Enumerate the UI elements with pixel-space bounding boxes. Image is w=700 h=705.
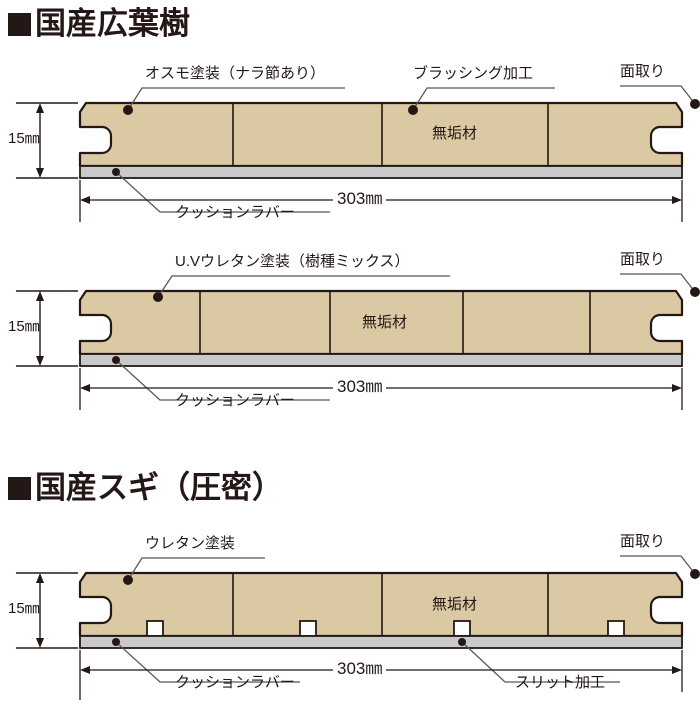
- leader-cushion: [115, 641, 300, 683]
- callout-label-urethane: ウレタン塗装: [145, 535, 236, 552]
- leader-uv-finish: [157, 275, 450, 298]
- callout-dot: [458, 638, 466, 646]
- leader-lines-cedar: [115, 555, 696, 683]
- leader-chamfer: [620, 85, 696, 105]
- section-heading-hardwood-text: 国産広葉樹: [35, 6, 190, 41]
- callout-label-osmo-finish: オスモ塗装（ナラ節あり）: [145, 65, 326, 82]
- width-label-cedar: 303㎜: [333, 660, 387, 677]
- bullet-square-icon: [8, 477, 31, 500]
- callout-label-uv-finish: U.Vウレタン塗装（樹種ミックス）: [175, 253, 410, 270]
- thickness-label-osmo: 15㎜: [8, 130, 40, 147]
- callout-dot: [690, 99, 700, 109]
- board-osmo-graphic: [78, 101, 684, 179]
- slit-notch: [607, 620, 625, 637]
- callout-label-chamfer-cedar: 面取り: [620, 533, 666, 550]
- leader-chamfer: [620, 273, 696, 293]
- callout-dot: [408, 105, 418, 115]
- slit-notch: [453, 620, 471, 637]
- core-material-label-cedar: 無垢材: [432, 596, 478, 613]
- thickness-label-uv: 15㎜: [8, 318, 40, 335]
- board-uv-graphic: [78, 289, 684, 367]
- leader-cushion: [115, 171, 330, 213]
- core-material-label-uv: 無垢材: [362, 314, 408, 331]
- thickness-label-cedar: 15㎜: [8, 600, 40, 617]
- thickness-dimension-uv: [16, 290, 78, 367]
- callout-dot: [112, 638, 120, 646]
- core-material-label-osmo: 無垢材: [432, 125, 478, 142]
- slit-notch: [299, 620, 317, 637]
- callout-dot: [112, 356, 120, 364]
- callout-dot: [690, 287, 700, 297]
- callout-dot: [112, 168, 120, 176]
- callout-label-brushing: ブラッシング加工: [413, 65, 534, 82]
- callout-dot: [123, 575, 133, 585]
- board-cedar-body: [78, 571, 684, 638]
- cushion-rubber-layer: [79, 635, 683, 649]
- leader-urethane: [127, 557, 265, 581]
- board-cedar-graphic: [78, 571, 684, 649]
- leader-brushing: [412, 87, 555, 111]
- width-label-uv: 303㎜: [333, 378, 387, 395]
- leader-lines-osmo: [115, 85, 696, 213]
- board-osmo-body: [78, 101, 684, 168]
- leader-lines-uv: [115, 273, 696, 401]
- leader-slit: [461, 641, 620, 683]
- section-heading-cedar: 国産スギ（圧密）: [8, 472, 283, 503]
- board-uv-body: [78, 289, 684, 356]
- slit-notch: [146, 620, 164, 637]
- leader-cushion: [115, 359, 330, 401]
- cushion-rubber-layer: [79, 165, 683, 179]
- thickness-dimension-cedar: [16, 572, 78, 649]
- thickness-dimension-osmo: [16, 102, 78, 179]
- callout-dot: [123, 105, 133, 115]
- leader-chamfer: [620, 555, 696, 575]
- callout-dot: [690, 569, 700, 579]
- callout-label-slit: スリット加工: [515, 674, 606, 691]
- cushion-rubber-layer: [79, 353, 683, 367]
- callout-label-cushion-cedar: クッションラバー: [175, 674, 295, 691]
- bullet-square-icon: [8, 13, 31, 36]
- callout-label-cushion-osmo: クッションラバー: [175, 204, 295, 221]
- width-label-osmo: 303㎜: [333, 190, 387, 207]
- callout-dot: [153, 292, 163, 302]
- callout-label-cushion-uv: クッションラバー: [175, 392, 295, 409]
- leader-osmo-finish: [127, 87, 345, 111]
- callout-label-chamfer-osmo: 面取り: [620, 63, 666, 80]
- callout-label-chamfer-uv: 面取り: [620, 251, 666, 268]
- section-heading-hardwood: 国産広葉樹: [8, 8, 190, 39]
- section-heading-cedar-text: 国産スギ（圧密）: [35, 470, 283, 505]
